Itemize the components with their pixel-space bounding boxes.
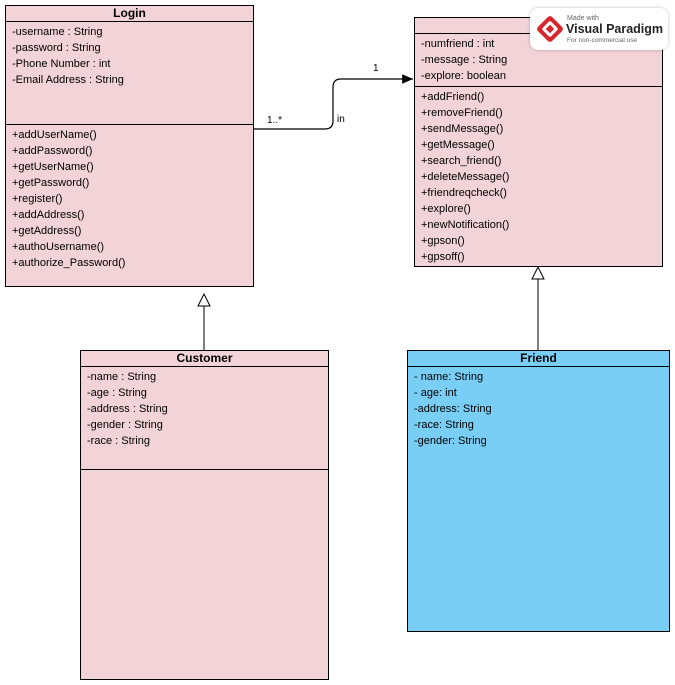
- attribute: -gender: String: [414, 435, 487, 447]
- visual-paradigm-watermark: Made with Visual Paradigm For non-commer…: [530, 8, 668, 50]
- class-customer-attributes: -name : String -age : String -address : …: [81, 367, 328, 470]
- method: +deleteMessage(): [421, 171, 510, 183]
- method: +getMessage(): [421, 139, 495, 151]
- login-inheritance-arrowhead: [197, 292, 211, 307]
- class-customer-name: Customer: [81, 351, 328, 367]
- class-customer-methods: [81, 470, 328, 474]
- class-main-methods: +addFriend() +removeFriend() +sendMessag…: [415, 87, 662, 267]
- method: +register(): [12, 193, 63, 205]
- source-multiplicity: 1..*: [267, 115, 283, 126]
- class-login[interactable]: Login -username : String -password : Str…: [5, 5, 254, 287]
- method: +gpson(): [421, 235, 465, 247]
- brand-text: Visual Paradigm: [566, 22, 664, 36]
- attribute: -message : String: [421, 54, 508, 66]
- attribute: -explore: boolean: [421, 70, 507, 82]
- class-login-name: Login: [6, 6, 253, 22]
- method: +authoUsername(): [12, 241, 105, 253]
- method: +friendreqcheck(): [421, 187, 507, 199]
- attribute: -race : String: [87, 435, 150, 447]
- attribute: - age: int: [414, 387, 457, 399]
- class-login-methods: +addUserName() +addPassword() +getUserNa…: [6, 125, 253, 273]
- attribute: -username : String: [12, 26, 103, 38]
- attribute: -address : String: [87, 403, 168, 415]
- method: +getPassword(): [12, 177, 90, 189]
- made-with-text: Made with: [567, 15, 599, 22]
- method: +removeFriend(): [421, 107, 503, 119]
- association-line[interactable]: [254, 74, 413, 130]
- method: +getAddress(): [12, 225, 82, 237]
- license-note: For non-commercial use: [567, 37, 638, 44]
- visual-paradigm-logo-icon: [537, 16, 563, 42]
- attribute: - name: String: [414, 371, 484, 383]
- class-main[interactable]: M -numfriend : int -message : String -ex…: [414, 17, 663, 267]
- class-customer[interactable]: Customer -name : String -age : String -a…: [80, 350, 329, 680]
- association-role: in: [337, 114, 345, 125]
- class-friend-attributes: - name: String - age: int -address: Stri…: [408, 367, 669, 451]
- method: +addUserName(): [12, 129, 97, 141]
- method: +gpsoff(): [421, 251, 465, 263]
- class-friend[interactable]: Friend - name: String - age: int -addres…: [407, 350, 670, 632]
- method: +addAddress(): [12, 209, 85, 221]
- method: +addFriend(): [421, 91, 485, 103]
- method: +authorize_Password(): [12, 257, 126, 269]
- class-main-attributes: -numfriend : int -message : String -expl…: [415, 34, 662, 87]
- attribute: -numfriend : int: [421, 38, 495, 50]
- method: +newNotification(): [421, 219, 510, 231]
- attribute: -name : String: [87, 371, 157, 383]
- method: +sendMessage(): [421, 123, 504, 135]
- attribute: -race: String: [414, 419, 474, 431]
- method: +search_friend(): [421, 155, 502, 167]
- method: +getUserName(): [12, 161, 94, 173]
- attribute: -Phone Number : int: [12, 58, 111, 70]
- method: +addPassword(): [12, 145, 93, 157]
- attribute: -address: String: [414, 403, 492, 415]
- class-friend-name: Friend: [408, 351, 669, 367]
- class-login-attributes: -username : String -password : String -P…: [6, 22, 253, 125]
- attribute: -gender : String: [87, 419, 163, 431]
- main-inheritance-arrowhead: [531, 265, 545, 280]
- attribute: -age : String: [87, 387, 147, 399]
- attribute: -Email Address : String: [12, 74, 124, 86]
- attribute: -password : String: [12, 42, 101, 54]
- target-multiplicity: 1: [373, 63, 379, 74]
- method: +explore(): [421, 203, 471, 215]
